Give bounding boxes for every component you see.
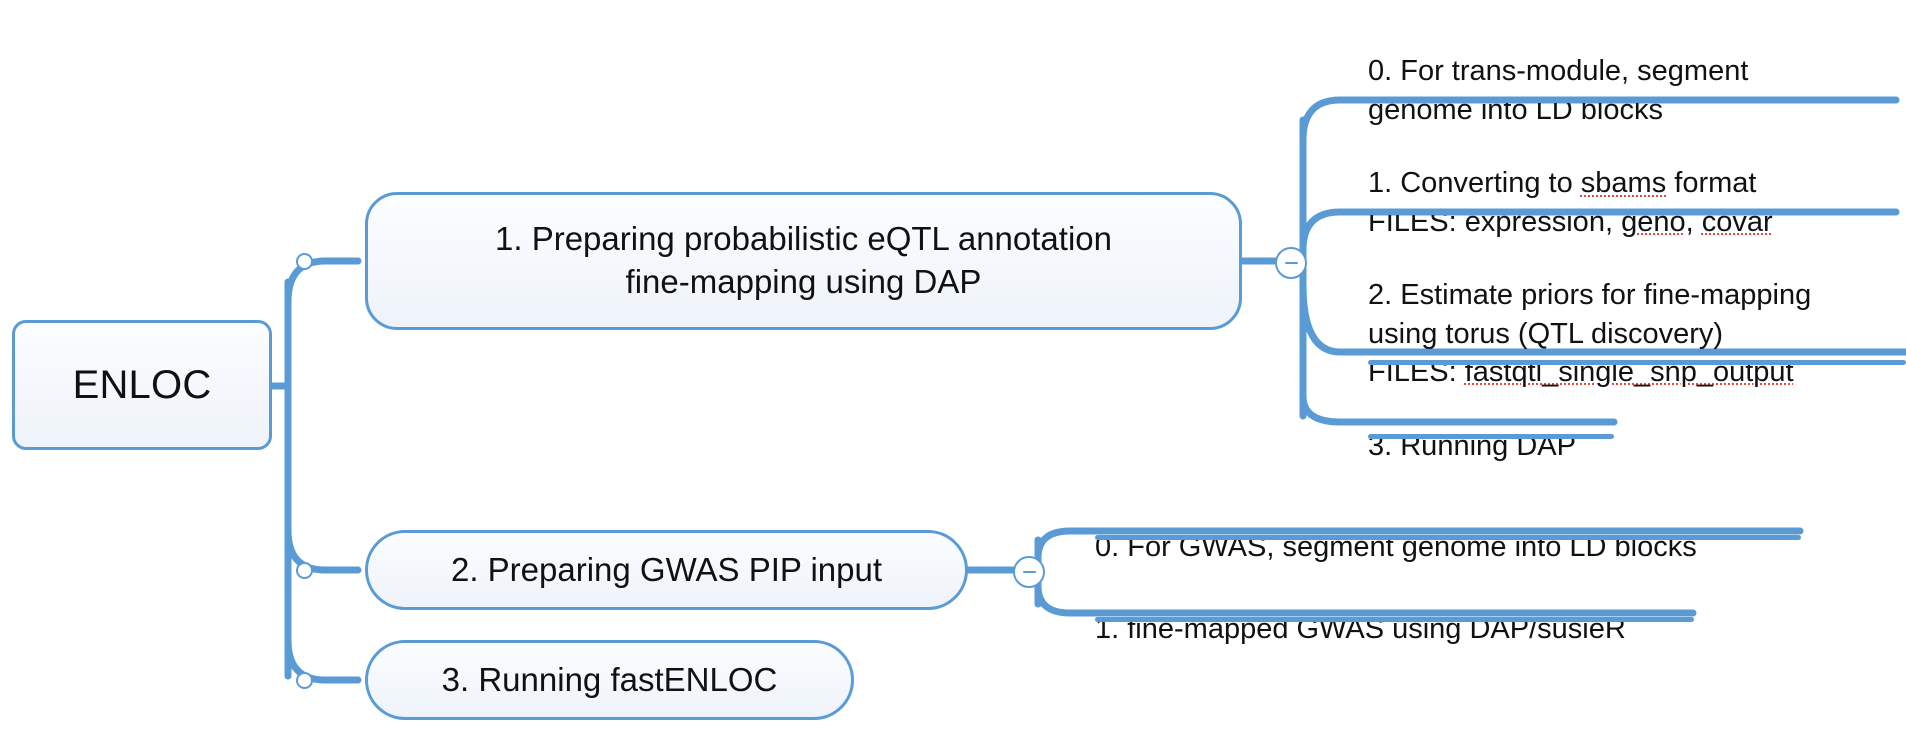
leaf-node-1-0-label: 0. For trans-module, segment genome into… (1368, 55, 1749, 126)
leaf-node-2-1[interactable]: 1. fine-mapped GWAS using DAP/susieR (1095, 572, 1715, 687)
leaf-node-1-0[interactable]: 0. For trans-module, segment genome into… (1368, 14, 1895, 167)
collapse-toggle-branch-1[interactable] (1275, 247, 1307, 279)
connector-bullet-branch-2[interactable] (296, 562, 313, 579)
connector-bullet-branch-1[interactable] (296, 253, 313, 270)
leaf-node-1-2-label: 2. Estimate priors for fine-mapping usin… (1368, 279, 1812, 388)
minus-icon (1022, 570, 1036, 574)
collapse-toggle-branch-2[interactable] (1013, 556, 1045, 588)
leaf-node-1-3[interactable]: 3. Running DAP (1368, 389, 1648, 504)
leaf-node-2-0[interactable]: 0. For GWAS, segment genome into LD bloc… (1095, 490, 1801, 605)
branch-node-3[interactable]: 3. Running fastENLOC (365, 640, 854, 720)
leaf-underline (1368, 98, 1895, 103)
leaf-underline (1095, 535, 1801, 540)
branch-node-3-label: 3. Running fastENLOC (441, 660, 778, 698)
misspelled-word: sbams (1580, 167, 1667, 200)
leaf-underline (1095, 617, 1694, 622)
branch-node-2-label: 2. Preparing GWAS PIP input (450, 550, 883, 588)
branch-node-1[interactable]: 1. Preparing probabilistic eQTL annotati… (365, 192, 1242, 330)
leaf-node-1-2[interactable]: 2. Estimate priors for fine-mapping usin… (1368, 238, 1906, 429)
leaf-underline (1368, 360, 1906, 365)
connector-bullet-branch-3[interactable] (296, 672, 313, 689)
leaf-node-1-1[interactable]: 1. Converting to sbams format FILES: exp… (1368, 126, 1895, 279)
leaf-underline (1368, 210, 1895, 215)
root-node-enloc[interactable]: ENLOC (12, 320, 272, 450)
root-node-label: ENLOC (72, 362, 212, 407)
minus-icon (1284, 261, 1298, 265)
leaf-underline (1368, 434, 1614, 439)
leaf-node-1-1-label: 1. Converting to sbams format FILES: exp… (1368, 167, 1773, 238)
branch-node-2[interactable]: 2. Preparing GWAS PIP input (365, 530, 968, 610)
branch-node-1-label: 1. Preparing probabilistic eQTL annotati… (495, 220, 1112, 300)
